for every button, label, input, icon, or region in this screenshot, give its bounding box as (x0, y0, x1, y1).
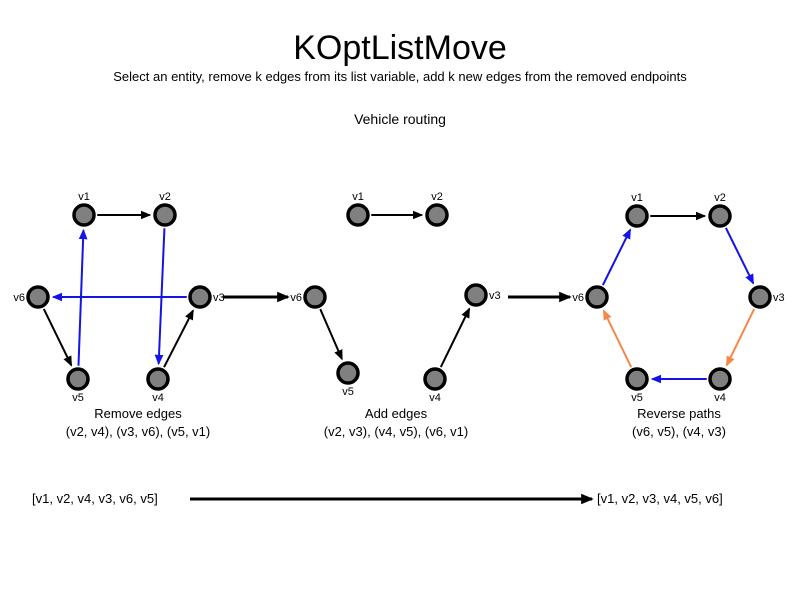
node-v4[interactable]: v4 (146, 367, 170, 404)
node-circle[interactable] (346, 203, 370, 227)
panel-caption-title: Reverse paths (637, 406, 721, 421)
panel-caption-title: Remove edges (94, 406, 182, 421)
sequence-after: [v1, v2, v3, v4, v5, v6] (597, 491, 723, 506)
node-circle[interactable] (188, 285, 212, 309)
node-label-v6: v6 (572, 292, 584, 304)
node-v5[interactable]: v5 (66, 367, 90, 404)
node-v3[interactable]: v3 (464, 283, 501, 307)
page-title: KOptListMove (293, 29, 507, 67)
node-v2[interactable]: v2 (425, 191, 449, 227)
panel-caption-edges: (v6, v5), (v4, v3) (632, 424, 726, 439)
node-circle[interactable] (425, 203, 449, 227)
edge-v4-to-v3 (163, 309, 194, 368)
node-label-v3: v3 (489, 290, 501, 302)
panel-caption-edges: (v2, v4), (v3, v6), (v5, v1) (66, 424, 210, 439)
node-v3[interactable]: v3 (188, 285, 225, 309)
node-v6[interactable]: v6 (572, 285, 609, 309)
node-circle[interactable] (585, 285, 609, 309)
edge-v5-to-v1 (77, 228, 88, 366)
node-label-v5: v5 (631, 392, 643, 404)
sequence-before: [v1, v2, v4, v3, v6, v5] (32, 491, 158, 506)
edge-v6-to-v5 (42, 308, 73, 367)
node-v6[interactable]: v6 (13, 285, 50, 309)
panel-caption-edges: (v2, v3), (v4, v5), (v6, v1) (324, 424, 468, 439)
edge-v3-to-v4 (725, 308, 756, 367)
node-label-v6: v6 (290, 292, 302, 304)
node-circle[interactable] (464, 283, 488, 307)
panel-caption-title: Add edges (365, 406, 428, 421)
node-circle[interactable] (423, 367, 447, 391)
node-label-v1: v1 (631, 192, 643, 204)
edge-v6-to-v1 (601, 228, 632, 286)
node-label-v3: v3 (213, 292, 225, 304)
problem-type-label: Vehicle routing (354, 111, 446, 127)
node-circle[interactable] (146, 367, 170, 391)
node-v1[interactable]: v1 (72, 191, 96, 227)
node-v2[interactable]: v2 (708, 192, 732, 228)
edge-v4-to-v3 (439, 307, 471, 368)
node-label-v5: v5 (342, 386, 354, 398)
node-label-v4: v4 (714, 392, 726, 404)
node-circle[interactable] (303, 285, 327, 309)
node-v2[interactable]: v2 (153, 191, 177, 227)
node-circle[interactable] (625, 367, 649, 391)
node-v6[interactable]: v6 (290, 285, 327, 309)
node-v4[interactable]: v4 (708, 367, 732, 404)
edges-group (319, 210, 471, 368)
node-circle[interactable] (336, 361, 360, 385)
edge-v2-to-v3 (724, 227, 755, 285)
edges-group (601, 211, 756, 384)
node-label-v2: v2 (431, 191, 443, 203)
node-circle[interactable] (708, 204, 732, 228)
node-v3[interactable]: v3 (748, 285, 785, 309)
edge-v6-to-v5 (319, 308, 343, 361)
sequence-layer: [v1, v2, v4, v3, v6, v5] [v1, v2, v3, v4,… (32, 491, 723, 506)
node-label-v4: v4 (152, 392, 164, 404)
node-circle[interactable] (26, 285, 50, 309)
node-circle[interactable] (66, 367, 90, 391)
node-label-v1: v1 (78, 191, 90, 203)
node-circle[interactable] (748, 285, 772, 309)
node-circle[interactable] (625, 204, 649, 228)
node-v5[interactable]: v5 (625, 367, 649, 404)
node-label-v3: v3 (773, 292, 785, 304)
node-label-v4: v4 (429, 392, 441, 404)
node-circle[interactable] (72, 203, 96, 227)
node-v1[interactable]: v1 (625, 192, 649, 228)
node-label-v2: v2 (714, 192, 726, 204)
edge-v5-to-v6 (602, 309, 633, 368)
node-circle[interactable] (153, 203, 177, 227)
node-label-v6: v6 (13, 292, 25, 304)
node-label-v1: v1 (352, 191, 364, 203)
node-label-v5: v5 (72, 392, 84, 404)
page-subtitle: Select an entity, remove k edges from it… (113, 69, 687, 84)
node-v4[interactable]: v4 (423, 367, 447, 404)
edges-group (42, 210, 194, 368)
node-circle[interactable] (708, 367, 732, 391)
node-label-v2: v2 (159, 191, 171, 203)
node-v5[interactable]: v5 (336, 361, 360, 398)
node-v1[interactable]: v1 (346, 191, 370, 227)
